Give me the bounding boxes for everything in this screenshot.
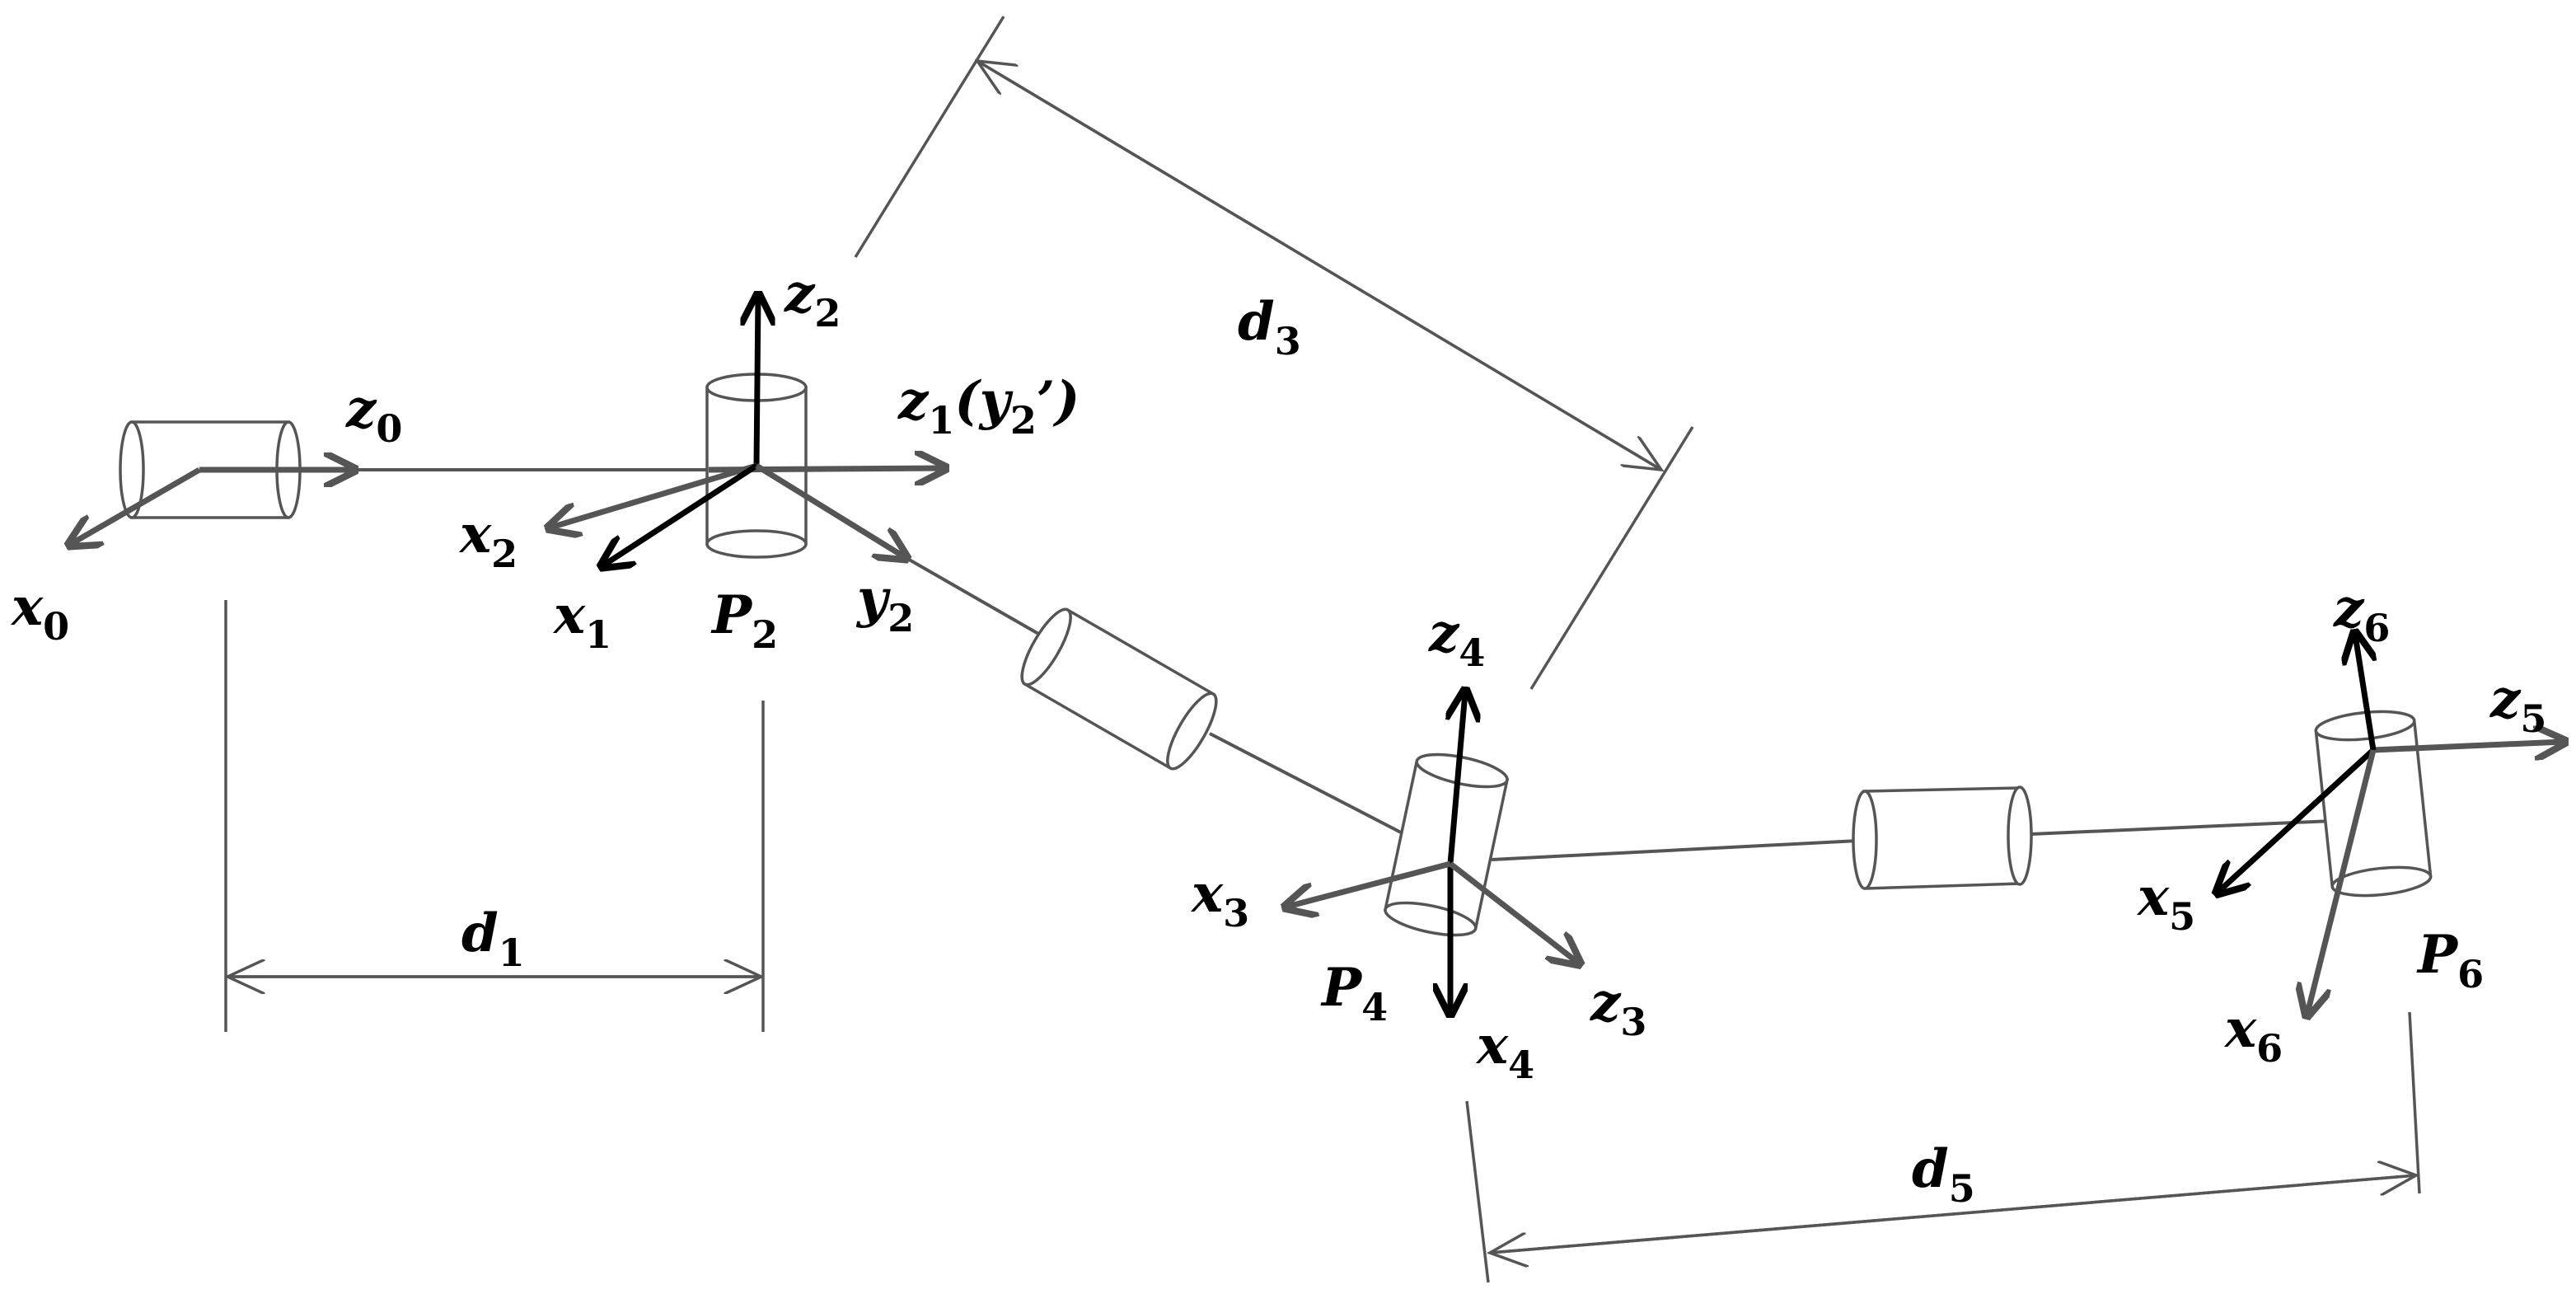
label-x1: x1 — [552, 584, 611, 657]
label-x5: x5 — [2136, 866, 2195, 939]
z4-x4-axis-arrow — [1450, 692, 1465, 865]
d3-dimension — [854, 16, 1694, 690]
label-z0: z0 — [345, 378, 402, 451]
y2-axis-arrow — [755, 463, 905, 557]
p6-joint-cylinder — [2314, 710, 2433, 898]
label-P2: P2 — [710, 584, 778, 657]
d1-dimension — [224, 600, 765, 1032]
label-x2: x2 — [458, 504, 518, 576]
x5-axis-arrow — [2218, 748, 2376, 892]
z2-axis-arrow — [756, 297, 758, 466]
z3-axis-arrow — [1448, 861, 1578, 963]
label-d3: d3 — [1238, 291, 1301, 363]
x2-axis-arrow — [550, 462, 758, 527]
link-p2-to-joint3 — [904, 556, 1041, 636]
x1-axis-arrow — [603, 463, 758, 565]
link-joint5-to-p6 — [2030, 819, 2333, 836]
link-joint3-to-p4 — [1209, 732, 1402, 834]
label-z2: z2 — [784, 263, 841, 335]
label-y2: y2 — [855, 568, 914, 640]
label-z5: z5 — [2489, 668, 2546, 741]
x0-axis-arrow — [71, 466, 201, 544]
label-x4: x4 — [1475, 1015, 1534, 1087]
label-z1: z1(y2’) — [897, 370, 1080, 443]
x3-axis-arrow — [1287, 860, 1451, 907]
label-x6: x6 — [2223, 998, 2283, 1071]
label-z3: z3 — [1590, 972, 1646, 1044]
label-d5: d5 — [1912, 1138, 1975, 1211]
label-x3: x3 — [1190, 863, 1249, 935]
joint3-cylinder — [1020, 607, 1218, 771]
x6-axis-arrow — [2307, 749, 2377, 1014]
z6-axis-arrow — [2355, 635, 2373, 751]
label-x0: x0 — [10, 576, 69, 649]
label-z4: z4 — [1428, 602, 1485, 675]
d5-dimension — [1465, 1011, 2421, 1283]
label-P4: P4 — [1320, 957, 1388, 1029]
joint5-cylinder — [1852, 785, 2033, 890]
p4-joint-cylinder — [1384, 752, 1509, 937]
z5-axis-arrow — [2372, 742, 2563, 750]
label-d1: d1 — [461, 903, 525, 975]
link-p4-to-joint5 — [1491, 839, 1859, 861]
label-P6: P6 — [2416, 924, 2484, 996]
label-z6: z6 — [2333, 578, 2390, 650]
